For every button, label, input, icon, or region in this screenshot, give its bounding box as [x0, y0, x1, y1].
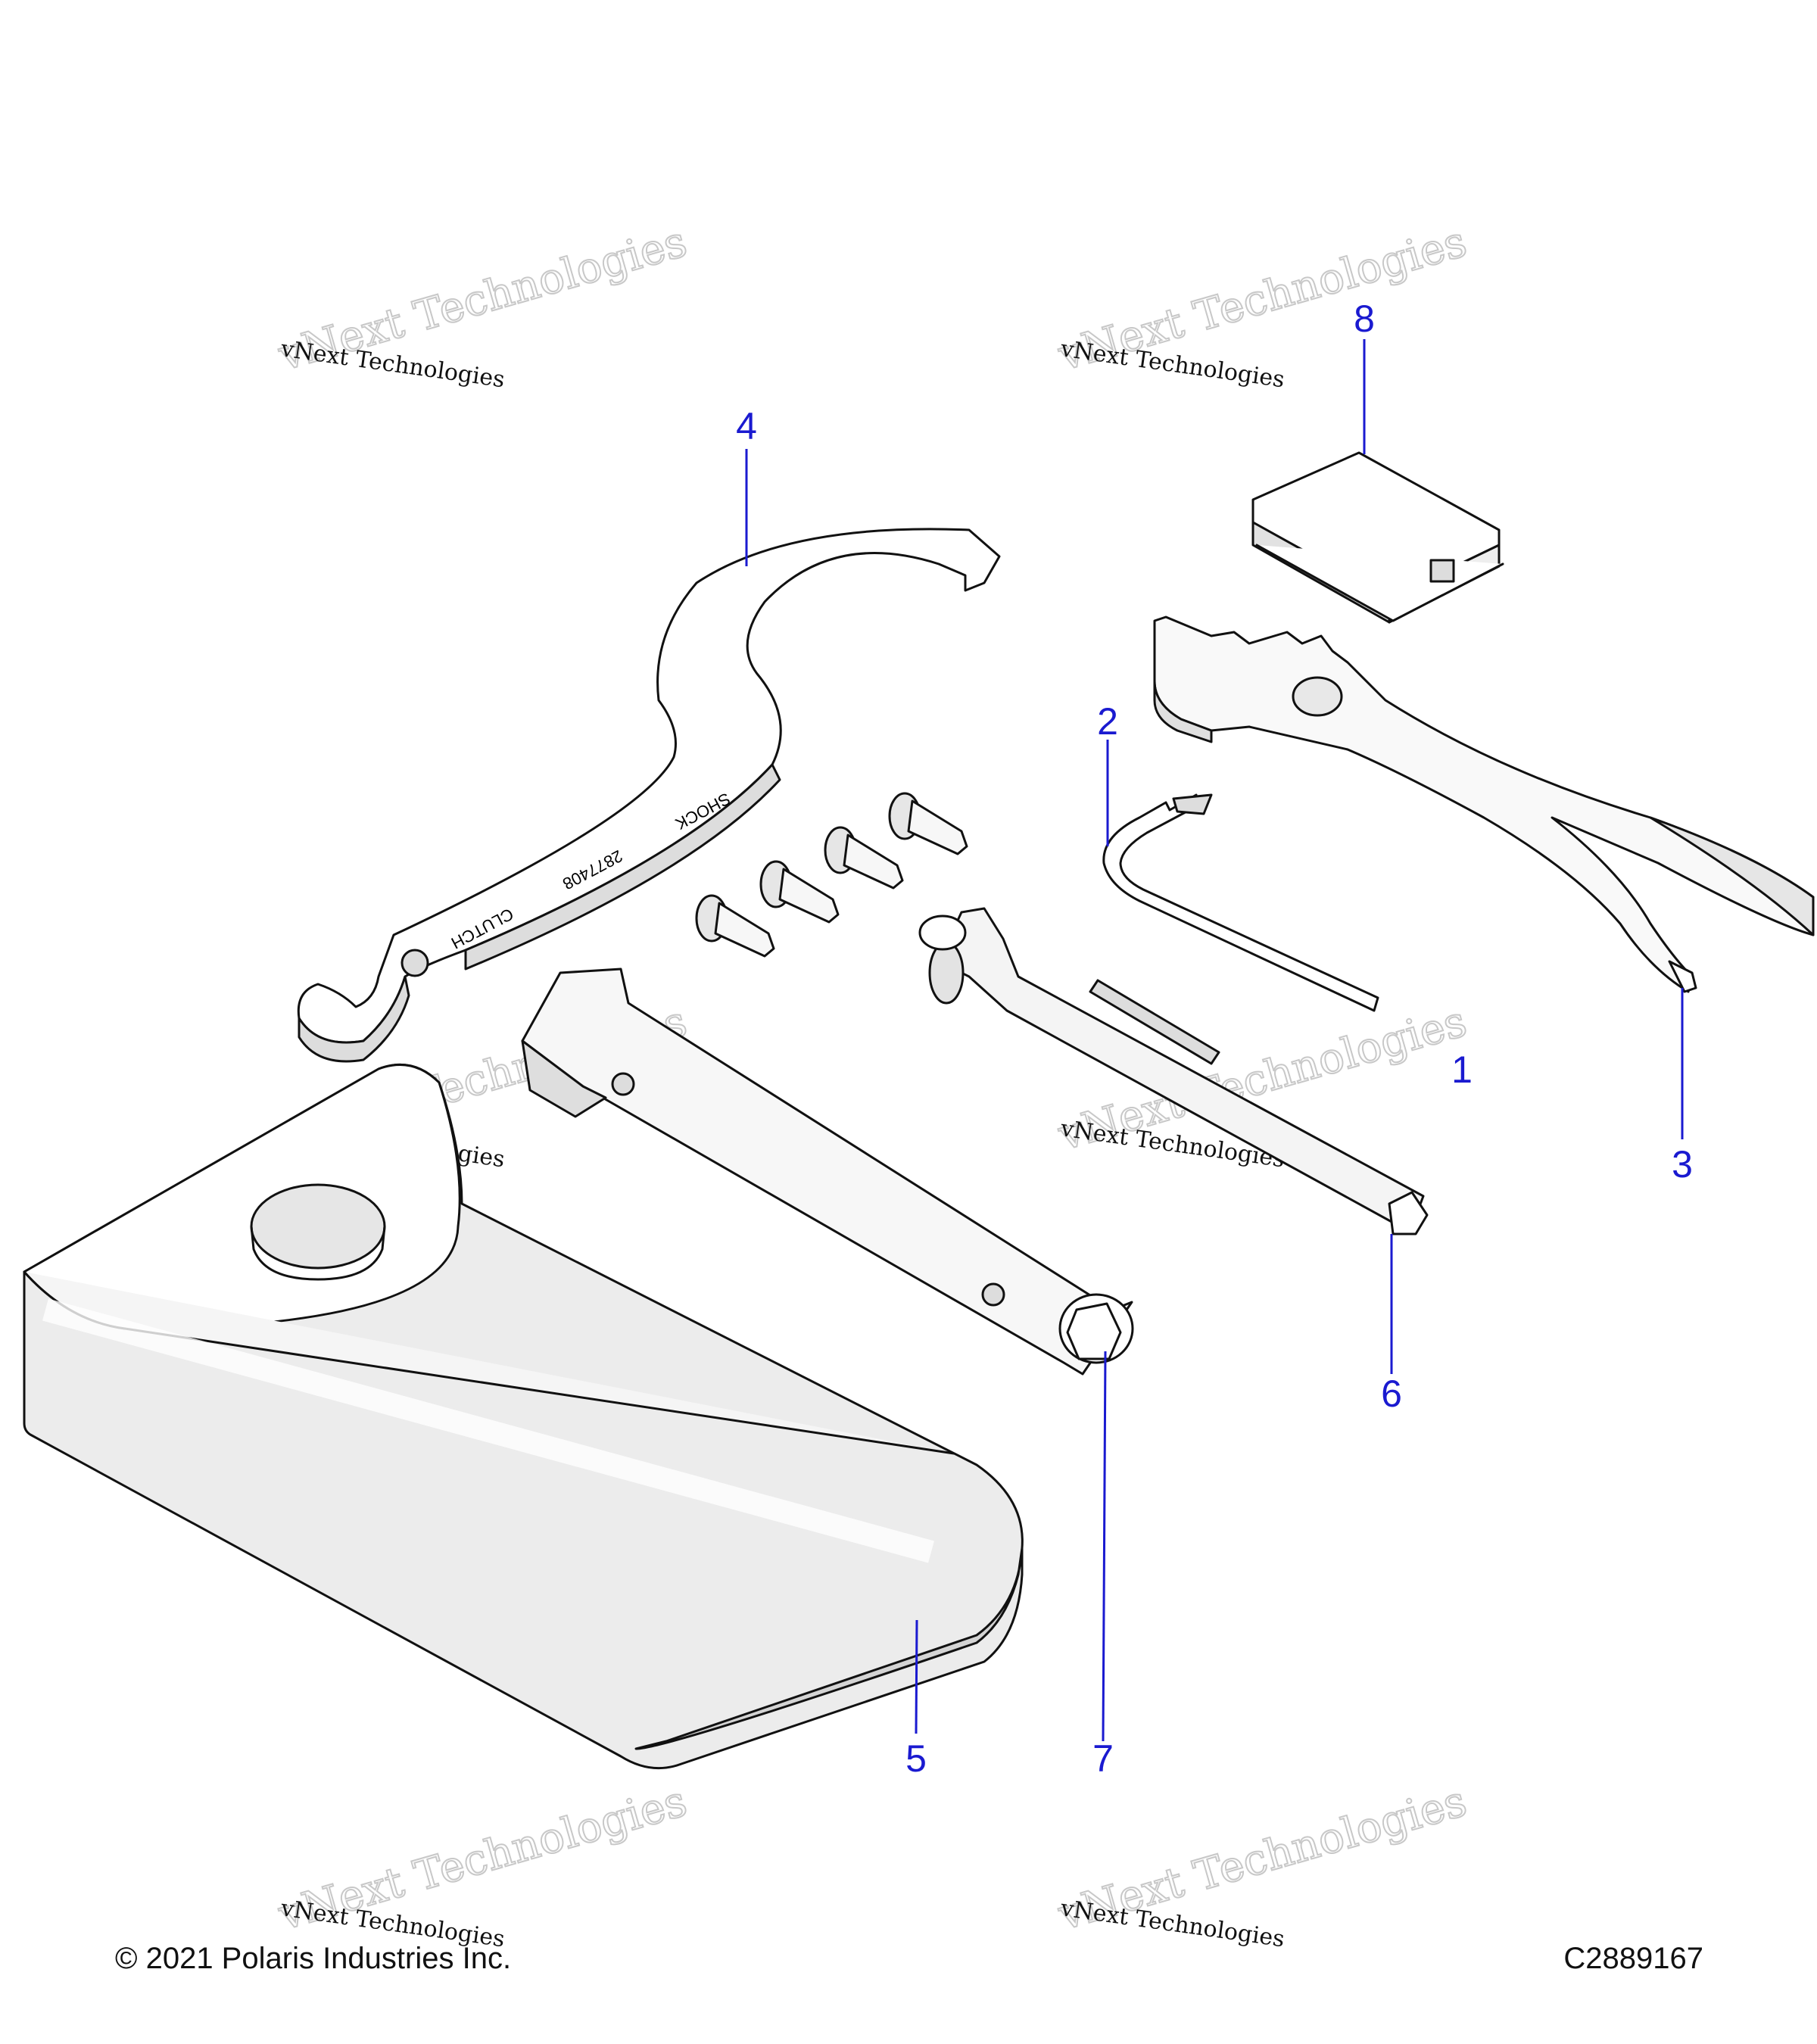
pliers	[1153, 615, 1815, 993]
socket-driver	[918, 907, 1429, 1235]
push-rivets	[695, 792, 968, 958]
copyright-notice: © 2021 Polaris Industries Inc.	[115, 1942, 512, 1975]
leader-lines	[745, 339, 1684, 1742]
callout-2: 2	[1097, 700, 1118, 743]
watermark: vNext Technologies vNext Technologies	[272, 217, 693, 394]
callout-7: 7	[1092, 1737, 1114, 1780]
callout-3: 3	[1672, 1143, 1693, 1186]
leader-7	[1102, 1351, 1107, 1742]
callout-6: 6	[1381, 1373, 1402, 1415]
watermark: vNext Technologies vNext Technologies	[1052, 1776, 1473, 1953]
drawing-number: C2889167	[1563, 1942, 1703, 1975]
watermark: vNext Technologies vNext Technologies	[272, 1776, 693, 1953]
leader-5	[915, 1619, 918, 1734]
box-wrench	[521, 967, 1134, 1376]
callout-8: 8	[1354, 298, 1375, 340]
hex-key	[1102, 793, 1379, 1012]
fuse-box	[1251, 451, 1504, 624]
spanner-wrench: SHOCK 2877408 CLUTCH	[297, 528, 1001, 1063]
callout-1: 1	[1451, 1048, 1473, 1091]
callout-5: 5	[905, 1737, 927, 1780]
wrench-label: SHOCK 2877408 CLUTCH	[448, 789, 734, 952]
tool-pouch	[23, 1063, 1024, 1770]
callout-4: 4	[736, 405, 757, 447]
callout-labels: 1 2 3 4 5 6 7 8	[736, 298, 1693, 1780]
watermark: vNext Technologies vNext Technologies	[1052, 217, 1473, 394]
